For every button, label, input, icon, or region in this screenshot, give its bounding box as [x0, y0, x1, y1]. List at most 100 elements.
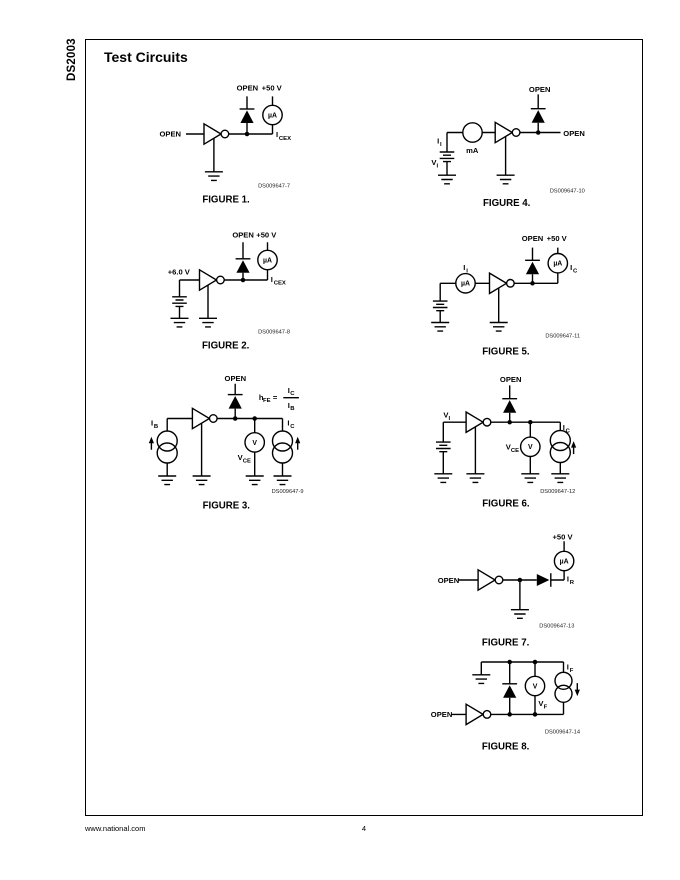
figure-1: OPEN OPEN +50 V µA I CEX DS009647-7 FIGU…	[159, 84, 291, 206]
ii-label: I	[463, 263, 465, 272]
diode-icon	[227, 393, 244, 410]
footer-url: www.national.com	[85, 823, 146, 833]
formula-numerator-subscript: C	[290, 391, 295, 397]
icex-subscript: CEX	[274, 281, 286, 287]
figure-7-caption: FIGURE 7.	[482, 638, 530, 649]
vce-subscript: CE	[511, 448, 519, 454]
ground-icon	[510, 609, 530, 619]
if-subscript: F	[570, 668, 574, 674]
junction-dot	[232, 416, 238, 421]
junction-dot	[532, 659, 538, 665]
figure-1-code: DS009647-7	[258, 183, 290, 189]
supply-label: +50 V	[256, 230, 277, 239]
figure-8-code: DS009647-14	[545, 730, 580, 736]
ib-subscript: B	[154, 424, 158, 430]
ic-subscript: C	[566, 428, 571, 434]
diode-icon	[501, 683, 518, 699]
current-direction-arrow-icon	[148, 436, 155, 451]
formula-denominator: I	[288, 401, 290, 410]
figure-5-caption: FIGURE 5.	[482, 347, 530, 358]
vce-label: V	[238, 453, 244, 462]
formula-numerator: I	[288, 386, 290, 395]
figure-7-wires	[458, 541, 565, 610]
figure-4-code: DS009647-10	[550, 188, 585, 194]
current-source-symbol	[156, 430, 178, 464]
current-source-symbol	[549, 429, 571, 464]
figure-2-caption: FIGURE 2.	[202, 340, 250, 351]
ground-icon	[244, 475, 265, 486]
figure-7-code: DS009647-13	[539, 624, 574, 630]
battery-icon	[439, 151, 455, 163]
junction-dot	[240, 277, 246, 283]
diode-icon	[234, 258, 252, 274]
input-open-label: OPEN	[438, 576, 460, 585]
inverter-symbol	[477, 569, 504, 591]
diode-icon	[536, 572, 552, 588]
input-open-label: OPEN	[431, 710, 453, 719]
battery-icon	[435, 441, 452, 453]
ic-label: I	[570, 263, 572, 272]
formula-equals: =	[273, 393, 278, 402]
junction-dot	[244, 131, 250, 137]
page-title: Test Circuits	[104, 49, 188, 65]
meter-unit-label: µA	[263, 257, 272, 264]
ii-subscript: I	[466, 269, 468, 275]
ground-icon	[495, 174, 516, 185]
input-voltage-label: +6.0 V	[168, 268, 191, 277]
diode-open-label: OPEN	[500, 375, 522, 384]
inverter-symbol	[488, 272, 515, 295]
figure-8: OPEN V V F I F DS009647-14 FIGURE 8.	[431, 659, 581, 753]
figure-5-code: DS009647-11	[545, 334, 580, 340]
ii-subscript: I	[440, 142, 442, 148]
junction-dot	[507, 659, 512, 665]
figure-3-caption: FIGURE 3.	[203, 500, 251, 511]
inverter-symbol	[198, 269, 225, 291]
diode-icon	[524, 259, 541, 275]
figure-6: V I OPEN V CE V I C DS009647-12 FIGURE 6…	[433, 375, 577, 509]
inverter-symbol	[465, 703, 492, 726]
figure-8-wires	[451, 661, 565, 716]
ground-icon	[437, 174, 457, 185]
inverter-symbol	[465, 411, 492, 434]
supply-label: +50 V	[262, 84, 283, 93]
ic-label: I	[563, 423, 565, 432]
ground-icon	[430, 321, 450, 332]
diode-icon	[238, 108, 256, 124]
voltmeter-unit-label: V	[252, 440, 257, 447]
ground-icon	[471, 674, 491, 685]
diode-open-label: OPEN	[232, 230, 254, 239]
ground-icon	[489, 321, 509, 332]
junction-dot	[517, 577, 523, 583]
junction-dot	[532, 712, 538, 717]
ic-label: I	[287, 418, 289, 427]
current-direction-arrow-icon	[574, 682, 581, 697]
ib-label: I	[151, 418, 153, 427]
current-source-symbol	[271, 430, 294, 464]
if-label: I	[567, 663, 569, 672]
vf-label: V	[538, 699, 544, 708]
formula-denominator-subscript: B	[290, 406, 294, 412]
content-frame	[85, 39, 643, 816]
junction-dot	[530, 281, 535, 286]
current-direction-arrow-icon	[294, 436, 302, 451]
ground-icon	[157, 475, 177, 486]
voltmeter-unit-label: V	[533, 683, 538, 690]
vce-label: V	[506, 443, 512, 452]
figure-3-code: DS009647-9	[272, 489, 304, 495]
ground-icon	[204, 171, 224, 182]
ground-icon	[520, 473, 540, 484]
ir-subscript: R	[570, 580, 575, 586]
vi-label: V	[431, 158, 437, 167]
ground-icon	[272, 475, 293, 486]
figure-7: OPEN +50 V µA I R DS009647-13 FIGURE 7.	[438, 533, 575, 649]
ground-icon	[550, 473, 570, 484]
meter-unit-label: mA	[466, 146, 479, 155]
figure-2: +6.0 V OPEN +50 V µA I CEX DS009647-8 FI…	[168, 230, 290, 351]
supply-label: +50 V	[547, 234, 568, 243]
figure-4: I I V I mA OPEN OPEN DS009647-10 FIGURE …	[431, 85, 584, 209]
ground-icon	[169, 317, 190, 328]
output-open-label: OPEN	[563, 129, 585, 138]
diode-icon	[530, 107, 547, 124]
